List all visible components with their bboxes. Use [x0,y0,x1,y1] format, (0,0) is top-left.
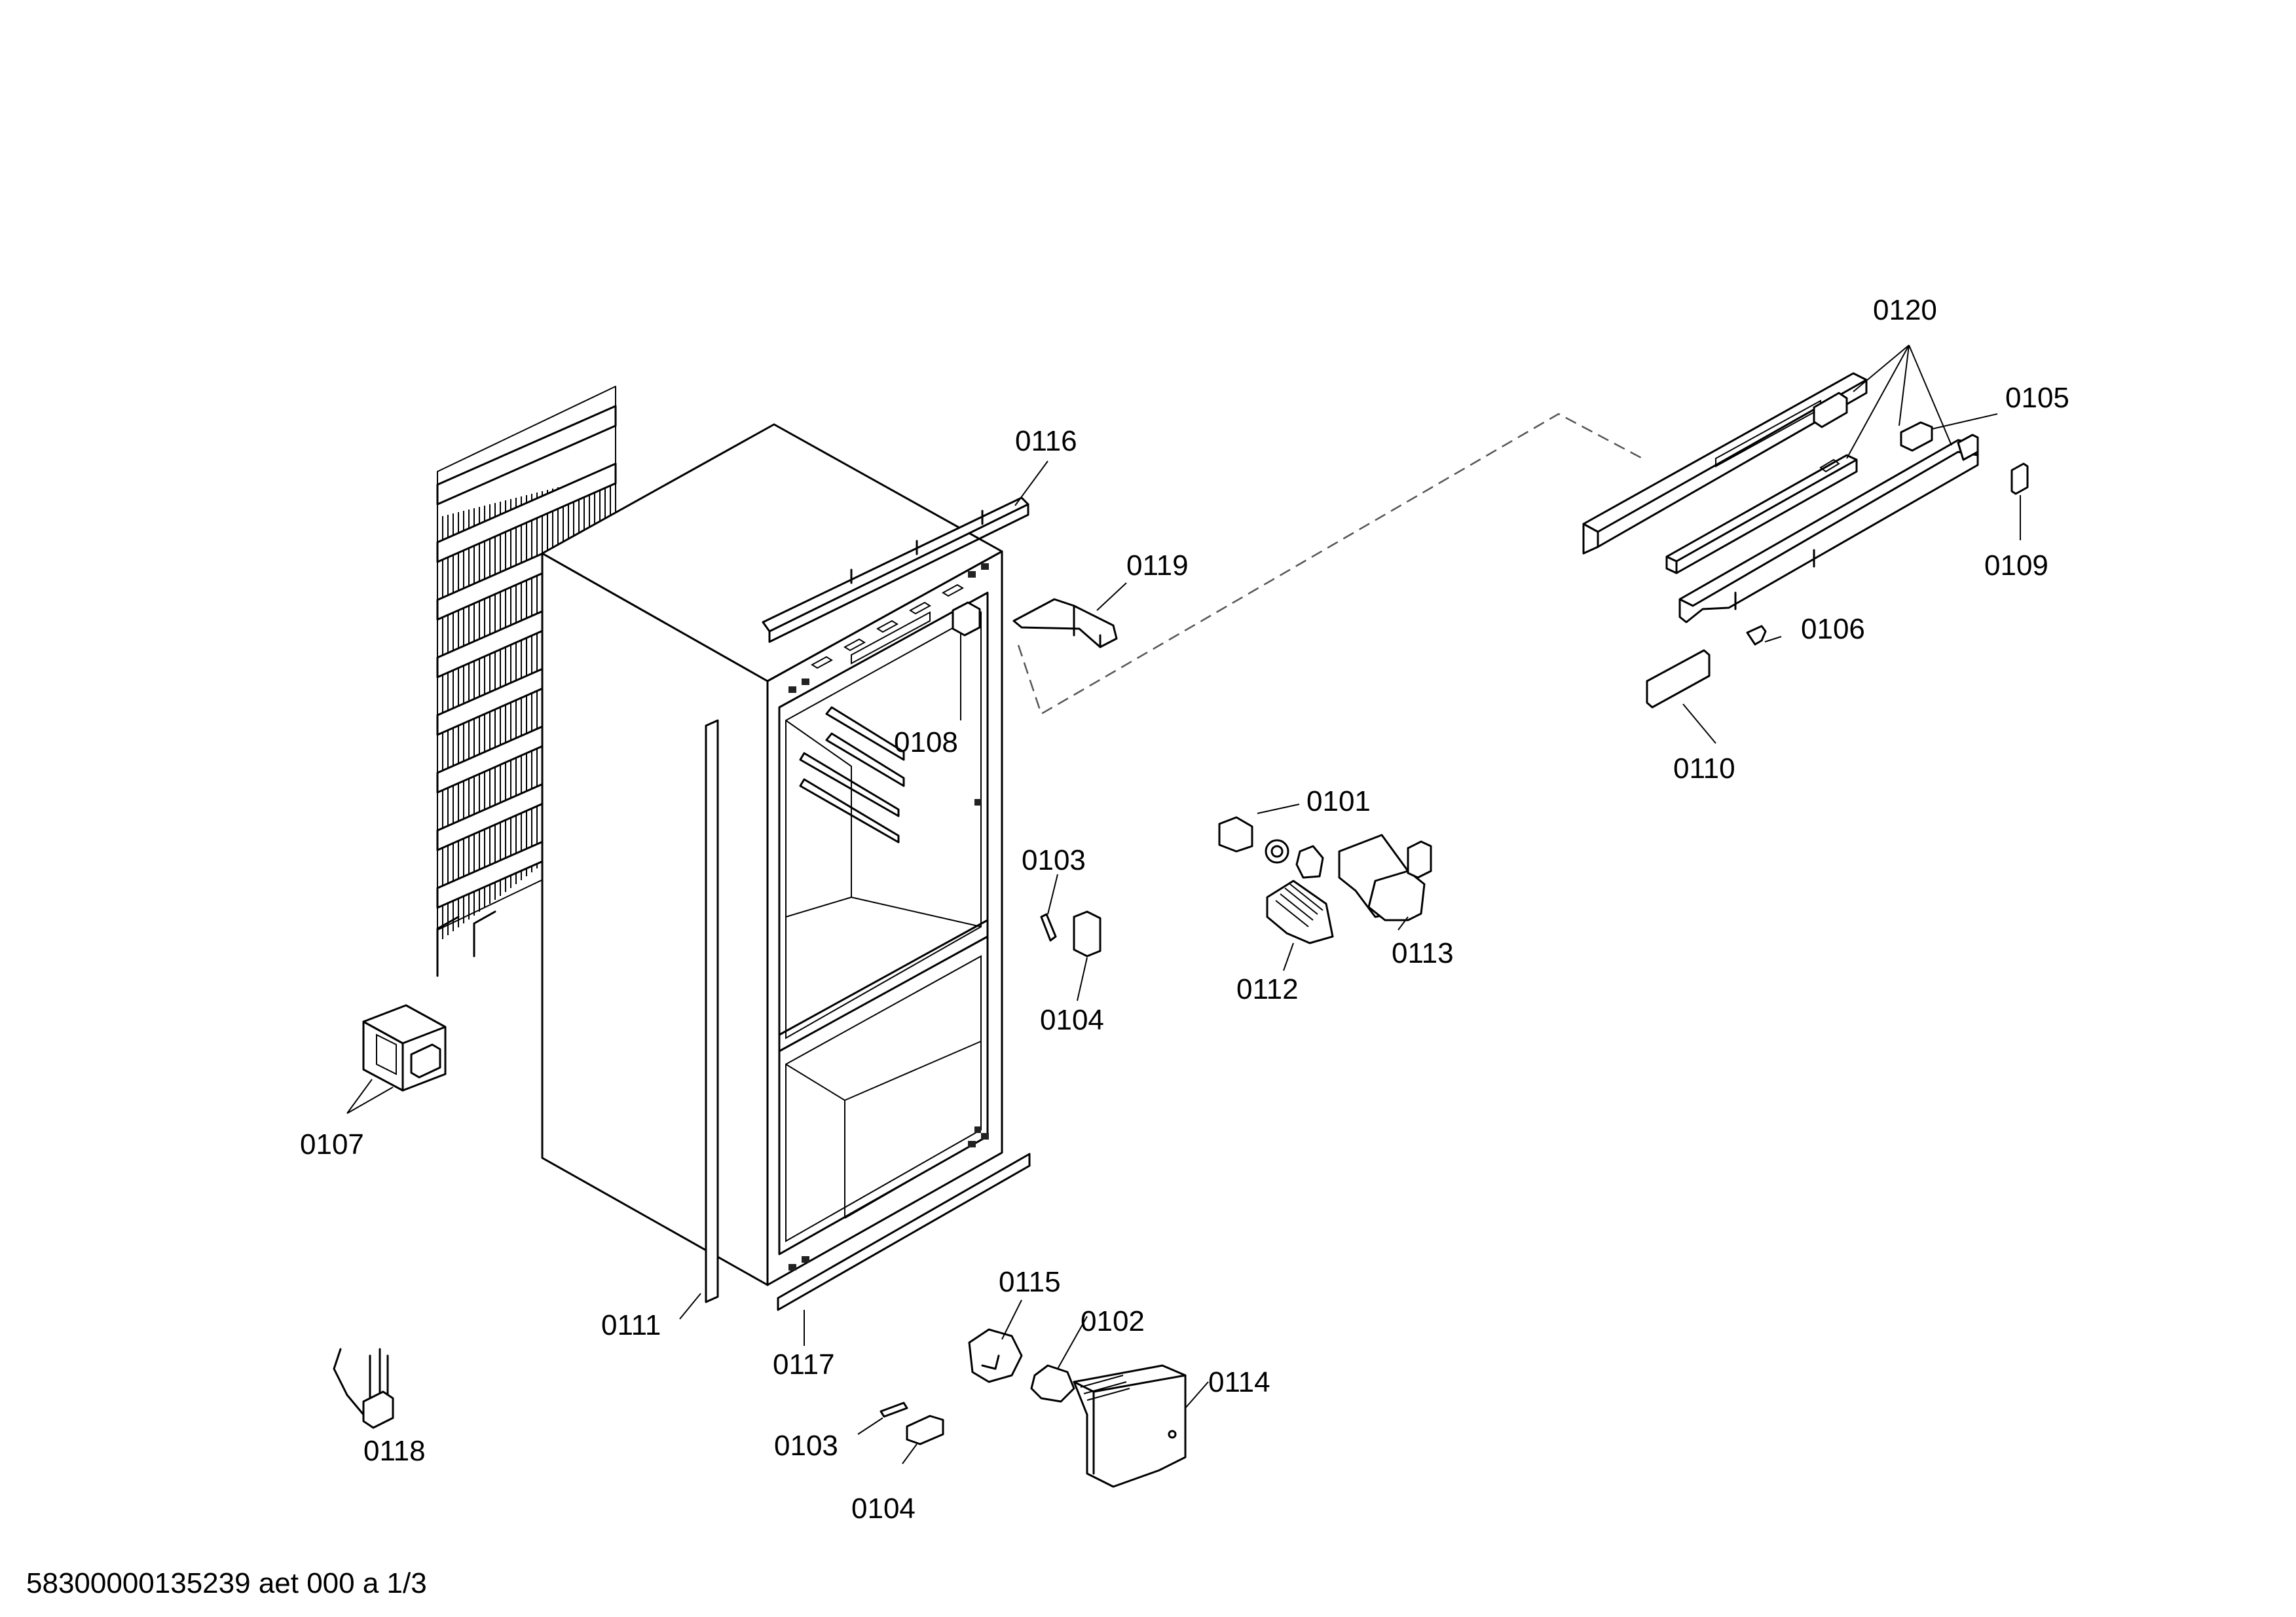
callout-labels: 0116 0119 0108 0120 0105 0109 0106 0110 … [300,294,2069,1525]
callout-0120: 0120 [1873,294,1937,326]
callout-0108: 0108 [894,726,958,758]
callout-0103-upper: 0103 [1022,844,1086,876]
relay-box [362,1004,447,1092]
callout-0101: 0101 [1306,785,1371,817]
callout-0102: 0102 [1081,1305,1145,1337]
callout-0112: 0112 [1236,973,1299,1005]
callout-0117: 0117 [773,1348,835,1381]
clip-and-cover-lower [880,1402,944,1445]
callout-0106: 0106 [1801,613,1865,645]
callout-leaders [346,344,2021,1464]
bottom-strip [777,1153,1031,1311]
callout-0105: 0105 [2005,382,2069,414]
footer-document-id: 58300000135239 aet 000 a 1/3 [26,1567,427,1599]
callout-0115: 0115 [999,1266,1061,1298]
control-panel-assembly [1582,372,2029,709]
callout-0119: 0119 [1126,549,1189,582]
callout-0104-lower: 0104 [851,1493,916,1525]
door-seal-strip [705,719,719,1303]
callout-0107: 0107 [300,1128,364,1161]
hinge-0119 [1012,598,1118,648]
lamp-assembly [1218,816,1432,944]
callout-0113: 0113 [1392,937,1454,969]
callout-0111: 0111 [601,1309,661,1341]
cabinet-body [541,423,1003,1286]
callout-0109: 0109 [1984,549,2048,582]
callout-0110: 0110 [1673,753,1735,785]
assembly-dashed-line [1017,413,1643,715]
top-rail [762,496,1029,643]
callout-0104-upper: 0104 [1040,1004,1104,1036]
callout-0114: 0114 [1208,1366,1270,1398]
compressor-parts [968,1328,1187,1488]
callout-0103-lower: 0103 [774,1430,838,1462]
thermostat [333,1348,394,1429]
clip-and-cover-upper [1040,910,1102,957]
callout-0116: 0116 [1015,425,1077,457]
callout-0118: 0118 [363,1435,426,1467]
latch-0108 [952,601,981,637]
